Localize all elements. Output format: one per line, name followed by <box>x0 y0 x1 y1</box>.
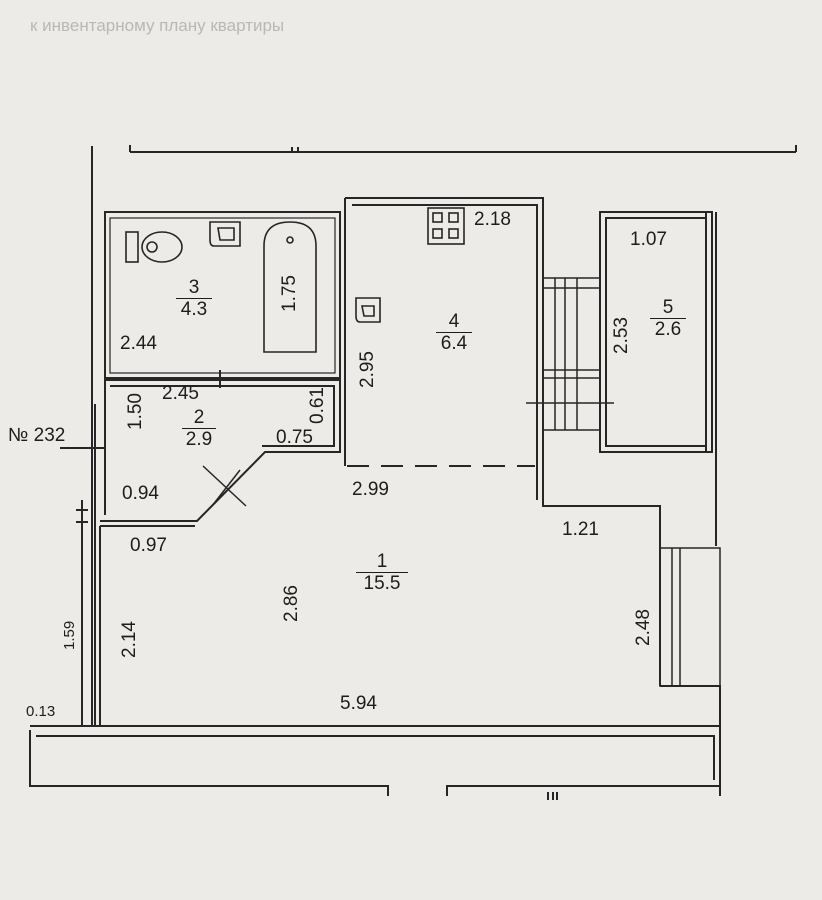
dim-room3-width: 2.44 <box>120 333 157 354</box>
dim-hall-height: 1.50 <box>125 393 146 430</box>
room-3-inner <box>109 217 336 374</box>
room-1-walls <box>30 525 721 790</box>
toilet-icon <box>125 231 183 263</box>
header-text: к инвентарному плану квартиры <box>30 16 285 35</box>
room-1-label: 1 15.5 <box>356 552 408 594</box>
sink-icon <box>209 221 241 247</box>
dim-kitchen-stove: 2.18 <box>474 209 511 230</box>
dim-room1-left-height: 2.14 <box>119 621 140 658</box>
room-5-label: 5 2.6 <box>650 298 686 340</box>
dim-hall-width: 2.45 <box>162 383 199 404</box>
dim-bath-length: 1.75 <box>279 275 300 312</box>
room-2-number: 2 <box>193 407 205 428</box>
room-2-area: 2.9 <box>182 427 216 450</box>
window-stairs <box>526 277 721 687</box>
dim-balcony-height: 2.53 <box>611 317 632 354</box>
room-3-area: 4.3 <box>176 297 212 320</box>
room-3-walls <box>104 211 341 379</box>
dim-balcony-top: 1.07 <box>630 229 667 250</box>
dim-room1-height: 2.86 <box>281 585 302 622</box>
room-4-number: 4 <box>448 311 460 332</box>
dim-hall-niche-depth: 0.75 <box>276 427 313 448</box>
margin-mark-left: 1.59 <box>61 620 78 650</box>
room-3-label: 3 4.3 <box>176 278 212 320</box>
room-1-number: 1 <box>376 551 388 572</box>
dim-hall-niche-width: 0.61 <box>307 387 328 424</box>
dim-kitchen-width: 2.99 <box>352 479 389 500</box>
left-wall-lower <box>81 404 96 726</box>
bathtub-icon <box>263 221 317 353</box>
dim-room1-step: 1.21 <box>562 519 599 540</box>
room-4-walls <box>344 197 661 548</box>
bottom-exterior <box>29 730 721 800</box>
kitchen-sink-icon <box>355 297 381 323</box>
room-3-number: 3 <box>188 277 200 298</box>
room-2-walls <box>100 370 341 522</box>
room-5-walls <box>599 211 717 546</box>
top-header-line <box>129 145 797 153</box>
left-exterior-wall <box>91 146 106 726</box>
margin-mark-bottom-left: 0.13 <box>26 703 56 720</box>
room-5-area: 2.6 <box>650 317 686 340</box>
dim-room1-width: 5.94 <box>340 693 377 714</box>
apartment-number: № 232 <box>8 425 66 446</box>
door-swing <box>202 465 247 507</box>
room-4-label: 4 6.4 <box>436 312 472 354</box>
dim-hall-lower-width: 0.94 <box>122 483 159 504</box>
stove-icon <box>427 207 465 245</box>
dim-kitchen-height: 2.95 <box>357 351 378 388</box>
dim-hall-door-width: 0.97 <box>130 535 167 556</box>
room-1-area: 15.5 <box>356 571 408 594</box>
dim-room1-right-height: 2.48 <box>633 609 654 646</box>
room-4-area: 6.4 <box>436 331 472 354</box>
wall-ticks <box>60 447 104 523</box>
room-5-number: 5 <box>662 297 674 318</box>
room-2-label: 2 2.9 <box>182 408 216 450</box>
